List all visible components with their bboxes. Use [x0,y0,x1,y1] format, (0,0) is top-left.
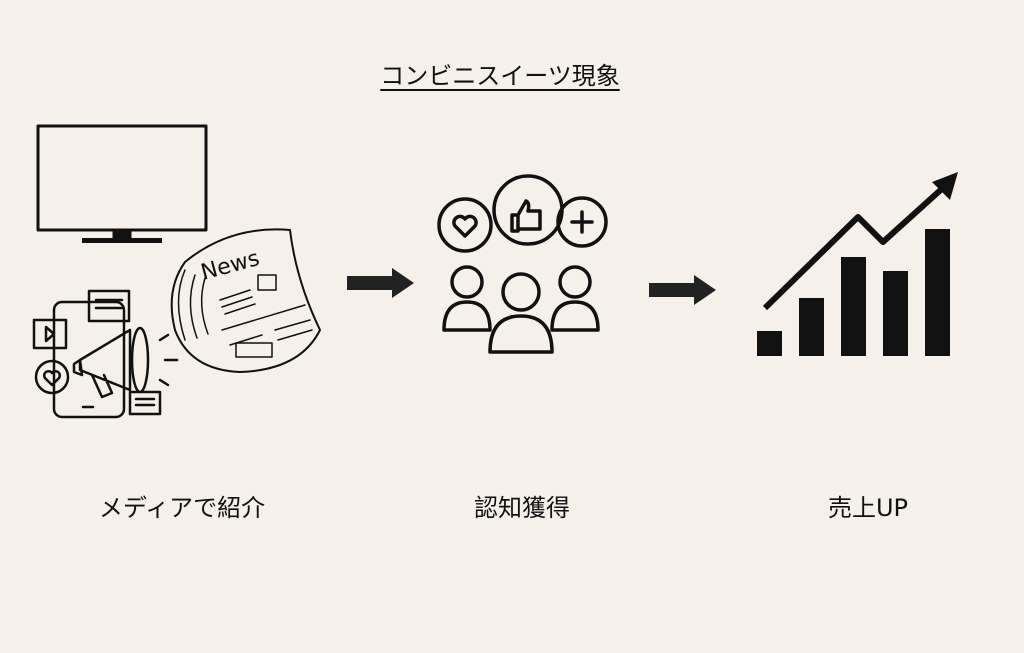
arrow-icon-1 [347,268,414,298]
diagram-title: コンビニスイーツ現象 [380,62,620,90]
step-label-sales: 売上UP [827,494,909,522]
megaphone-phone-icon [32,289,179,419]
tv-icon [36,124,208,243]
step-label-media: メディアで紹介 [98,494,266,522]
people-reaction-icon [437,174,608,354]
newspaper-icon: News [170,228,321,373]
growth-chart-icon [757,172,958,356]
step-label-awareness: 認知獲得 [474,494,570,522]
arrow-icon-2 [649,275,716,305]
